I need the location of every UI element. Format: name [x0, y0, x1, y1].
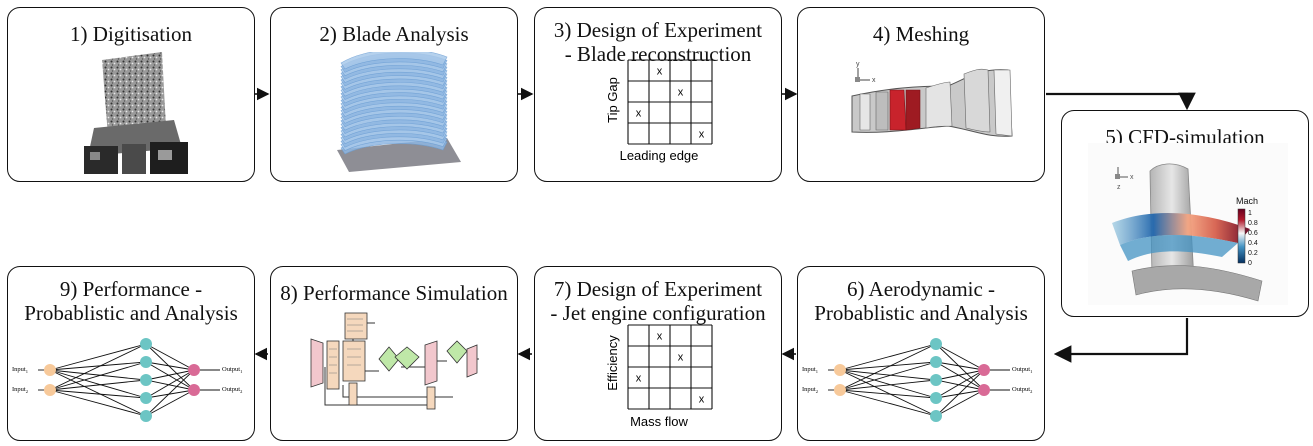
doe-sample-marker: x — [636, 108, 642, 120]
doe-sample-marker: x — [678, 352, 684, 364]
step-title-line2: Probablistic and Analysis — [814, 301, 1028, 325]
step-title-line2: Probablistic and Analysis — [24, 301, 238, 325]
mach-legend-ticks: 1 0.8 0.6 0.4 0.2 0 — [1248, 210, 1258, 267]
mach-tick-label: 0.6 — [1248, 230, 1258, 237]
input-node — [44, 364, 56, 376]
hidden-node — [930, 374, 942, 386]
input-node — [44, 384, 56, 396]
step-aero-probabilistic: 6) Aerodynamic - Probablistic and Analys… — [797, 266, 1045, 441]
output-node — [188, 384, 200, 396]
doe-sample-marker: x — [699, 129, 705, 141]
input-label: Input1 — [802, 366, 818, 374]
scanned-blade-image — [84, 52, 188, 174]
input-label: Input1 — [12, 366, 28, 374]
step-title: 2) Blade Analysis — [319, 22, 469, 46]
svg-text:x: x — [1130, 174, 1134, 181]
mach-tick-label: 0.8 — [1248, 220, 1258, 227]
svg-text:y: y — [856, 61, 860, 68]
output-node — [978, 384, 990, 396]
step-title-line2: - Jet engine configuration — [550, 301, 766, 325]
hidden-node — [140, 338, 152, 350]
blade-slices-render — [337, 52, 461, 172]
step-doe-engine: 7) Design of Experiment - Jet engine con… — [534, 266, 782, 441]
y-axis-label: Efficiency — [605, 335, 620, 391]
step-blade-analysis: 2) Blade Analysis — [270, 7, 518, 182]
step-title-line1: 3) Design of Experiment — [553, 18, 763, 42]
mesh-channel-render: y x — [851, 61, 1013, 137]
mach-tick-label: 1 — [1248, 210, 1252, 217]
x-axis-label: Mass flow — [630, 414, 688, 429]
input-label: Input2 — [802, 386, 818, 394]
step-title-line1: 6) Aerodynamic - — [846, 277, 996, 301]
doe-sample-marker: x — [678, 87, 684, 99]
output-node — [978, 364, 990, 376]
step-title: 8) Performance Simulation — [280, 281, 508, 305]
engine-cycle-schematic — [310, 312, 479, 410]
doe-sample-marker: x — [636, 373, 642, 385]
output-label: Output2 — [222, 386, 242, 394]
hidden-node — [140, 356, 152, 368]
step-title-line1: 9) Performance - — [59, 277, 203, 301]
mach-colorbar — [1237, 208, 1246, 264]
mach-tick-label: 0.4 — [1248, 240, 1258, 247]
step-digitisation: 1) Digitisation — [7, 7, 255, 182]
step-title: 4) Meshing — [872, 22, 970, 46]
hidden-node — [930, 356, 942, 368]
doe-grid-engine: x x x x Efficiency Mass flow — [605, 324, 713, 429]
step-doe-blade: 3) Design of Experiment - Blade reconstr… — [534, 7, 782, 182]
doe-sample-marker: x — [657, 66, 663, 78]
hidden-node — [140, 374, 152, 386]
doe-sample-marker: x — [657, 331, 663, 343]
hidden-node — [140, 410, 152, 422]
doe-grid-blade: x x x x Tip Gap Leading edge — [605, 59, 713, 163]
hidden-node — [140, 392, 152, 404]
axis-triad-icon: x z — [1115, 167, 1134, 191]
input-node — [834, 384, 846, 396]
hidden-node — [930, 338, 942, 350]
mach-tick-label: 0 — [1248, 260, 1252, 267]
output-label: Output1 — [222, 366, 242, 374]
step-title-line1: 7) Design of Experiment — [553, 277, 763, 301]
input-label: Input2 — [12, 386, 28, 394]
step-meshing: 4) Meshing y x — [797, 7, 1045, 182]
output-node — [188, 364, 200, 376]
output-label: Output2 — [1012, 386, 1032, 394]
step-cfd-simulation: 5) CFD-simulation — [1061, 110, 1309, 317]
svg-text:z: z — [1117, 184, 1121, 191]
step-performance-simulation: 8) Performance Simulation — [270, 266, 518, 441]
step-performance-probabilistic: 9) Performance - Probablistic and Analys… — [7, 266, 255, 441]
step-title-line2: - Blade reconstruction — [564, 42, 752, 66]
svg-text:x: x — [872, 77, 876, 84]
x-axis-label: Leading edge — [620, 148, 699, 163]
hidden-node — [930, 410, 942, 422]
input-node — [834, 364, 846, 376]
axis-triad-icon: y x — [855, 61, 876, 84]
arrow-5-6 — [1053, 318, 1189, 363]
cfd-result-render: x z Mach 1 0.8 0.6 0.4 0.2 0 — [1088, 143, 1288, 305]
y-axis-label: Tip Gap — [605, 77, 620, 123]
step-title: 1) Digitisation — [70, 22, 192, 46]
doe-sample-marker: x — [699, 394, 705, 406]
arrow-4-5 — [1046, 92, 1196, 111]
output-label: Output1 — [1012, 366, 1032, 374]
mach-tick-label: 0.2 — [1248, 250, 1258, 257]
mach-legend-title: Mach — [1236, 196, 1258, 206]
hidden-node — [930, 392, 942, 404]
